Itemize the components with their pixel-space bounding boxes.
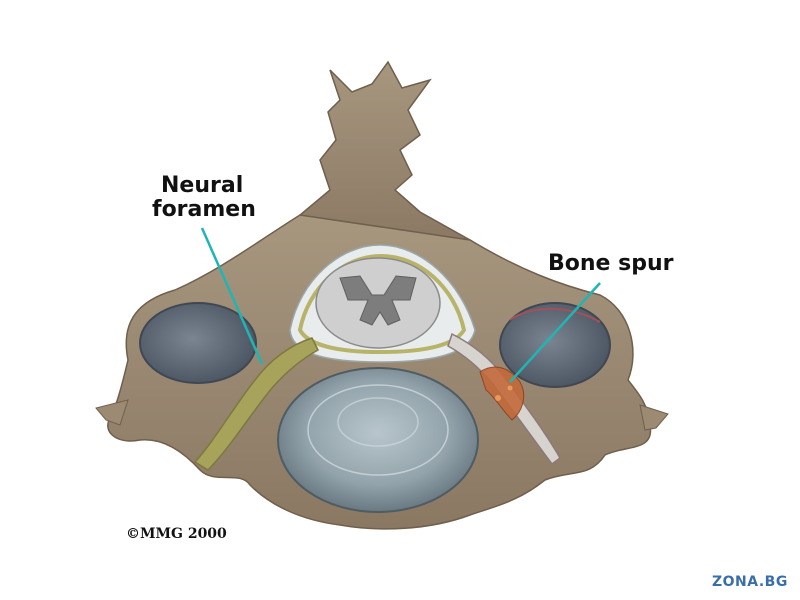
left-transverse-process [95, 399, 129, 426]
bone-spur-label: Bone spur [548, 251, 674, 276]
left-nerve-root [193, 337, 319, 471]
grey-matter [339, 275, 417, 326]
right-transverse-process [639, 404, 669, 431]
watermark-logo: ZONA.BG [712, 574, 788, 590]
bone-spur-pointer [509, 282, 601, 383]
disc-ring [337, 397, 419, 447]
bone-spur-speck [495, 395, 501, 401]
neural-foramen-label-line1: Neural [161, 173, 244, 198]
disc-ring [307, 384, 449, 476]
copyright-text: ©MMG 2000 [126, 526, 227, 542]
left-facet-joint [139, 302, 257, 384]
facet-edge-red [509, 308, 601, 323]
neural-foramen-label-line2: foramen [152, 197, 256, 223]
watermark-text: ZONA.BG [712, 574, 788, 590]
right-facet-joint [499, 302, 611, 388]
neural-foramen-pointer [200, 227, 264, 365]
intervertebral-disc [277, 367, 479, 513]
neural-foramen-label: Neural foramen [152, 173, 256, 223]
bone-spur-speck [507, 385, 513, 391]
spinous-process [298, 60, 473, 246]
